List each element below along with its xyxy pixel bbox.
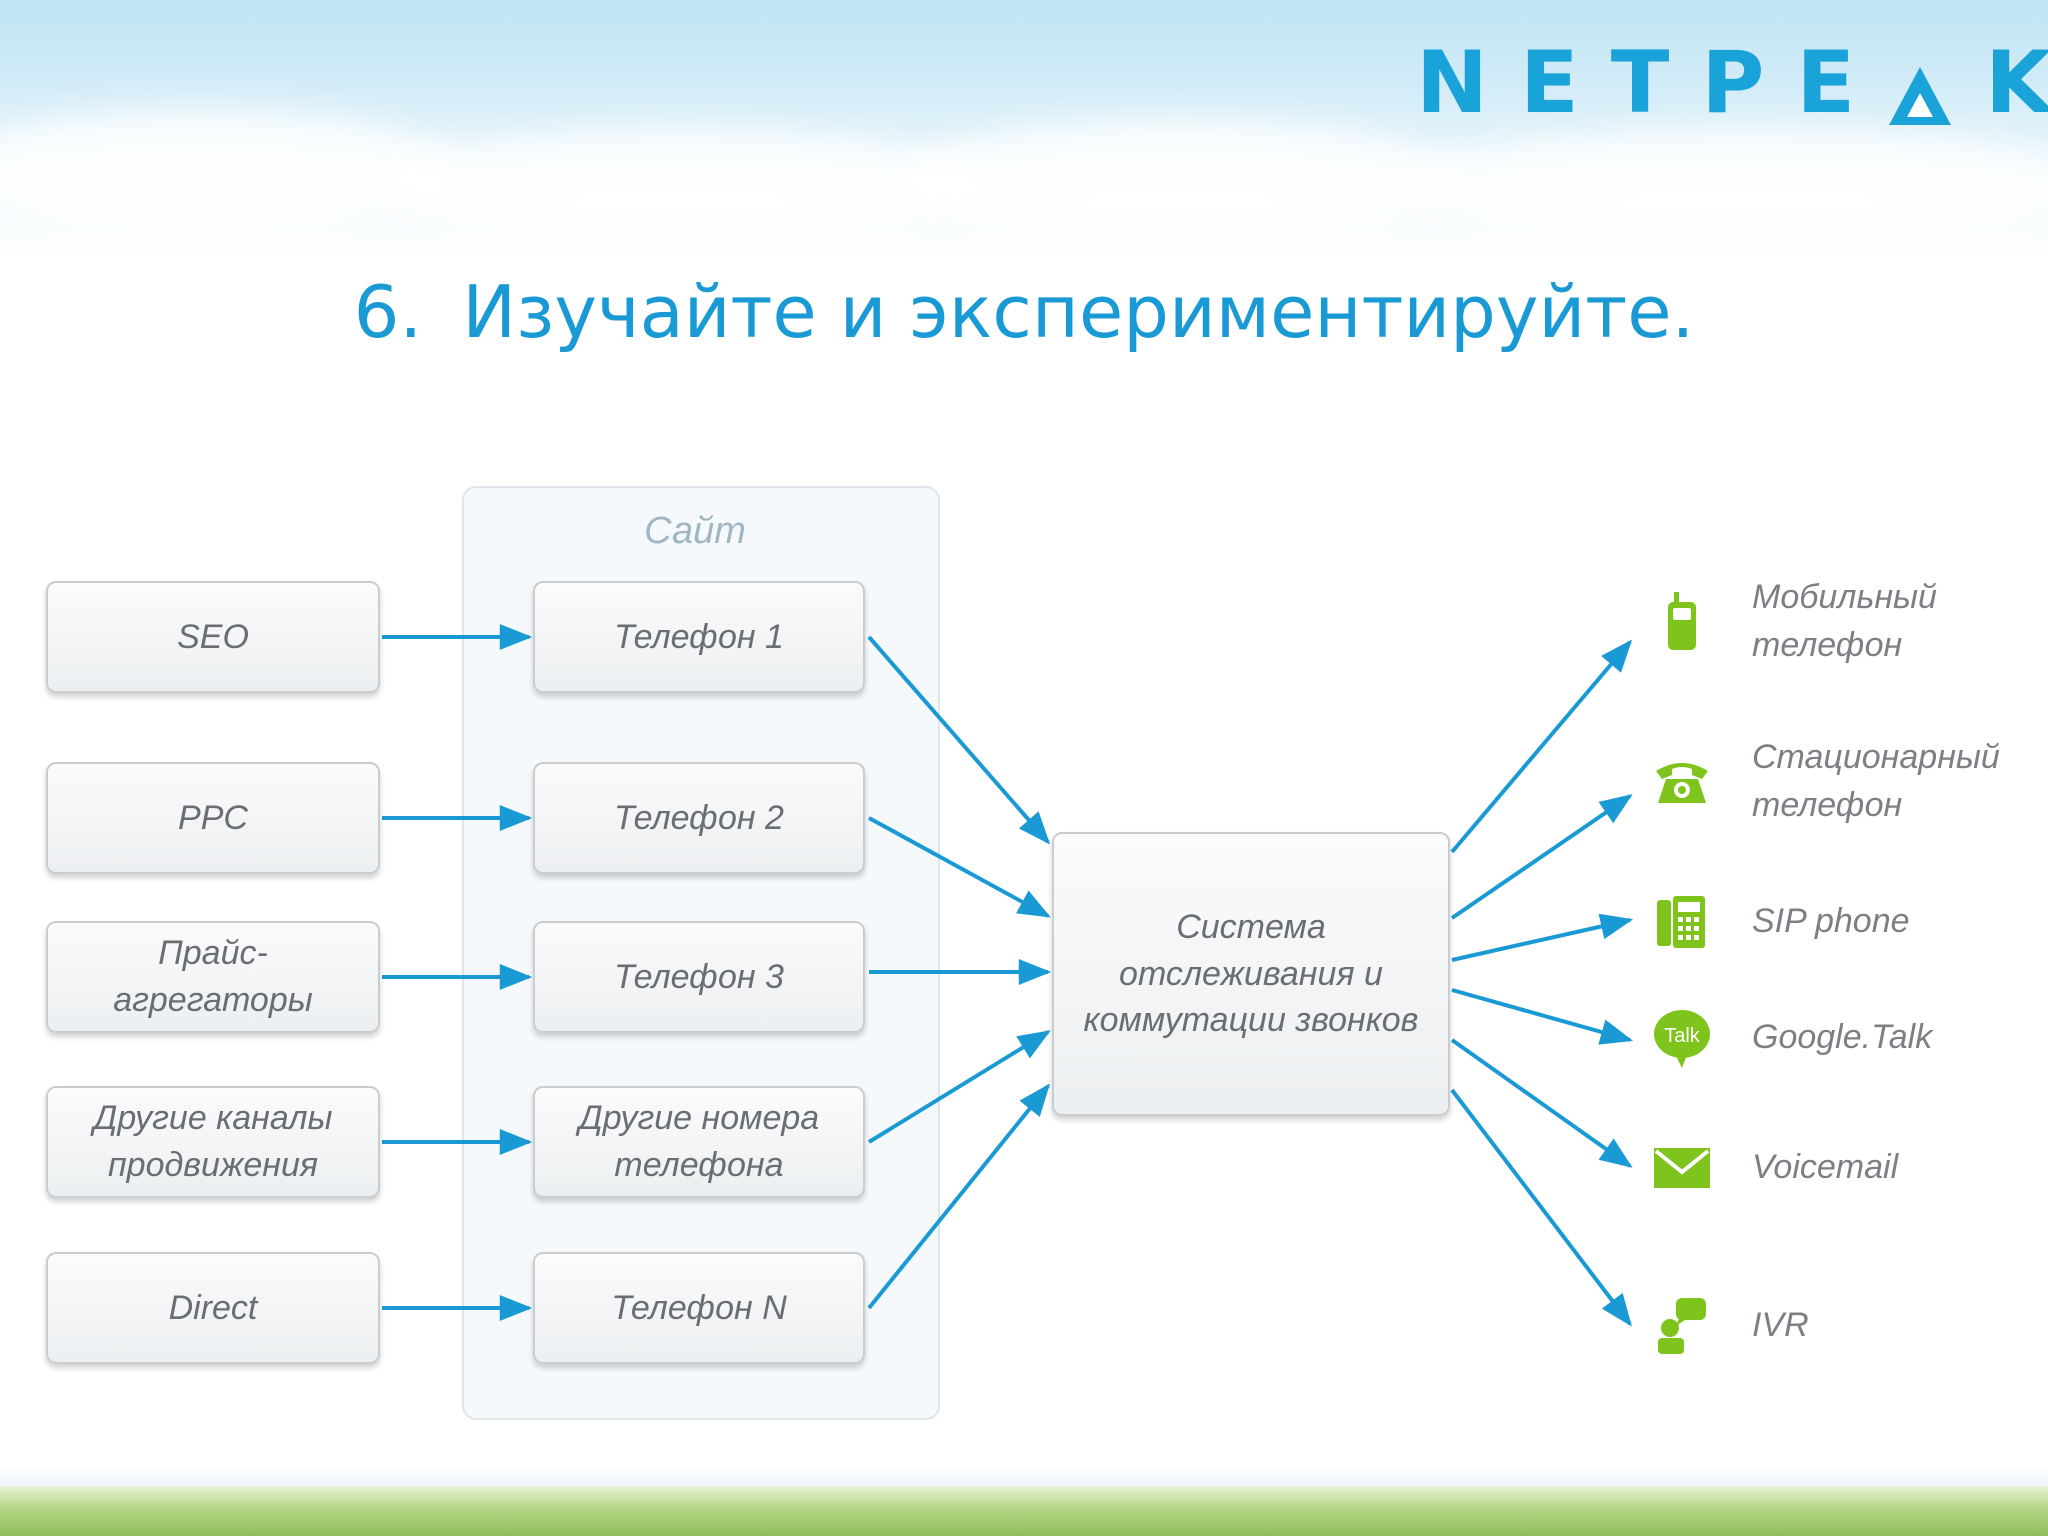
grass-background — [0, 1486, 2048, 1536]
phone-to-system-arrow — [867, 1083, 1051, 1310]
box-text-line: Телефон 3 — [614, 957, 784, 996]
source-box: PPC — [46, 762, 380, 874]
destination-label: Стационарный телефон — [1752, 734, 2000, 829]
ivr-person-icon — [1654, 1298, 1710, 1359]
sip-phone-icon — [1657, 896, 1707, 953]
svg-text:Talk: Talk — [1664, 1025, 1701, 1047]
source-box: Другие каналы продвижения — [46, 1086, 380, 1198]
cloud — [380, 130, 980, 240]
destination-label: Мобильный телефон — [1752, 574, 1937, 669]
box-text-line: Другие каналы — [93, 1099, 333, 1138]
destination-label: Voicemail — [1752, 1144, 1898, 1192]
google-talk-icon: Talk — [1652, 1008, 1712, 1073]
source-box: Прайс-агрегаторы — [46, 921, 380, 1033]
slide-title: 6. Изучайте и экспериментируйте. — [0, 270, 2048, 354]
phone-to-system-arrow — [867, 1030, 1051, 1144]
phone-box-label: Телефон 2 — [614, 795, 784, 842]
box-text-line: Другие номера — [578, 1099, 820, 1138]
netpeak-logo: NETPE K — [1416, 33, 2048, 133]
source-box-label: PPC — [178, 795, 248, 842]
box-text-line: телефона — [614, 1146, 784, 1184]
phone-box: Телефон N — [533, 1252, 865, 1364]
source-box-label: Другие каналы продвижения — [93, 1095, 332, 1189]
source-box: SEO — [46, 581, 380, 693]
destination-label: Google.Talk — [1752, 1014, 1932, 1062]
destination-label-line: Стационарный — [1752, 738, 2000, 777]
box-text-line: Телефон N — [611, 1288, 787, 1327]
destination-label: SIP phone — [1752, 898, 1910, 946]
envelope-icon — [1654, 1148, 1710, 1193]
destination-label-line: Google.Talk — [1752, 1018, 1933, 1057]
box-text-line: Телефон 2 — [614, 798, 784, 837]
cloud — [900, 120, 1460, 240]
box-text-line: SEO — [177, 617, 249, 656]
box-text-line: Прайс- — [158, 934, 268, 973]
cloud — [0, 110, 460, 230]
destination-label-line: Мобильный — [1752, 578, 1937, 617]
source-box-label: Прайс-агрегаторы — [113, 930, 313, 1024]
phone-box: Другие номера телефона — [533, 1086, 865, 1198]
phone-box-label: Телефон 1 — [614, 614, 784, 661]
site-label: Сайт — [644, 510, 746, 552]
cloud — [1400, 130, 2048, 240]
box-text-line: Система — [1176, 907, 1326, 946]
system-to-destination-arrow — [1450, 794, 1633, 920]
box-text-line: PPC — [178, 798, 248, 837]
destination-label-line: телефон — [1752, 625, 1903, 664]
box-text-line: агрегаторы — [113, 981, 313, 1019]
source-box: Direct — [46, 1252, 380, 1364]
system-to-destination-arrow — [1450, 1088, 1632, 1327]
destination-label-line: Voicemail — [1752, 1148, 1899, 1187]
title-number: 6. — [353, 270, 423, 354]
box-text-line: отслеживания и — [1119, 954, 1383, 993]
destination-label-line: телефон — [1752, 785, 1903, 824]
phone-box: Телефон 2 — [533, 762, 865, 874]
phone-box-label: Телефон N — [611, 1285, 787, 1332]
phone-box: Телефон 3 — [533, 921, 865, 1033]
system-to-destination-arrow — [1450, 639, 1633, 854]
source-box-label: SEO — [177, 614, 249, 661]
box-text-line: Direct — [168, 1288, 258, 1327]
destination-label: IVR — [1752, 1302, 1809, 1350]
title-text: Изучайте и экспериментируйте. — [462, 270, 1695, 354]
phone-box-label: Телефон 3 — [614, 954, 784, 1001]
phone-box: Телефон 1 — [533, 581, 865, 693]
phone-box-label: Другие номера телефона — [579, 1095, 819, 1189]
destination-label-line: IVR — [1752, 1306, 1809, 1345]
source-box-label: Direct — [169, 1285, 258, 1332]
box-text-line: продвижения — [107, 1146, 319, 1184]
landline-phone-icon — [1652, 759, 1712, 810]
system-to-destination-arrow — [1451, 913, 1634, 962]
destination-label-line: SIP phone — [1752, 902, 1910, 941]
box-text-line: коммутации звонков — [1083, 1001, 1419, 1040]
system-to-destination-arrow — [1450, 1038, 1633, 1168]
system-to-destination-arrow — [1451, 988, 1634, 1045]
mobile-phone-icon — [1662, 592, 1702, 657]
call-tracking-system-box: Система отслеживания и коммутации звонков — [1052, 832, 1450, 1116]
phone-to-system-arrow — [867, 635, 1051, 845]
system-label: Система отслеживания и коммутации звонков — [1084, 904, 1419, 1045]
box-text-line: Телефон 1 — [614, 617, 784, 656]
phone-to-system-arrow — [868, 816, 1051, 918]
logo-triangle-icon — [1887, 50, 1953, 125]
